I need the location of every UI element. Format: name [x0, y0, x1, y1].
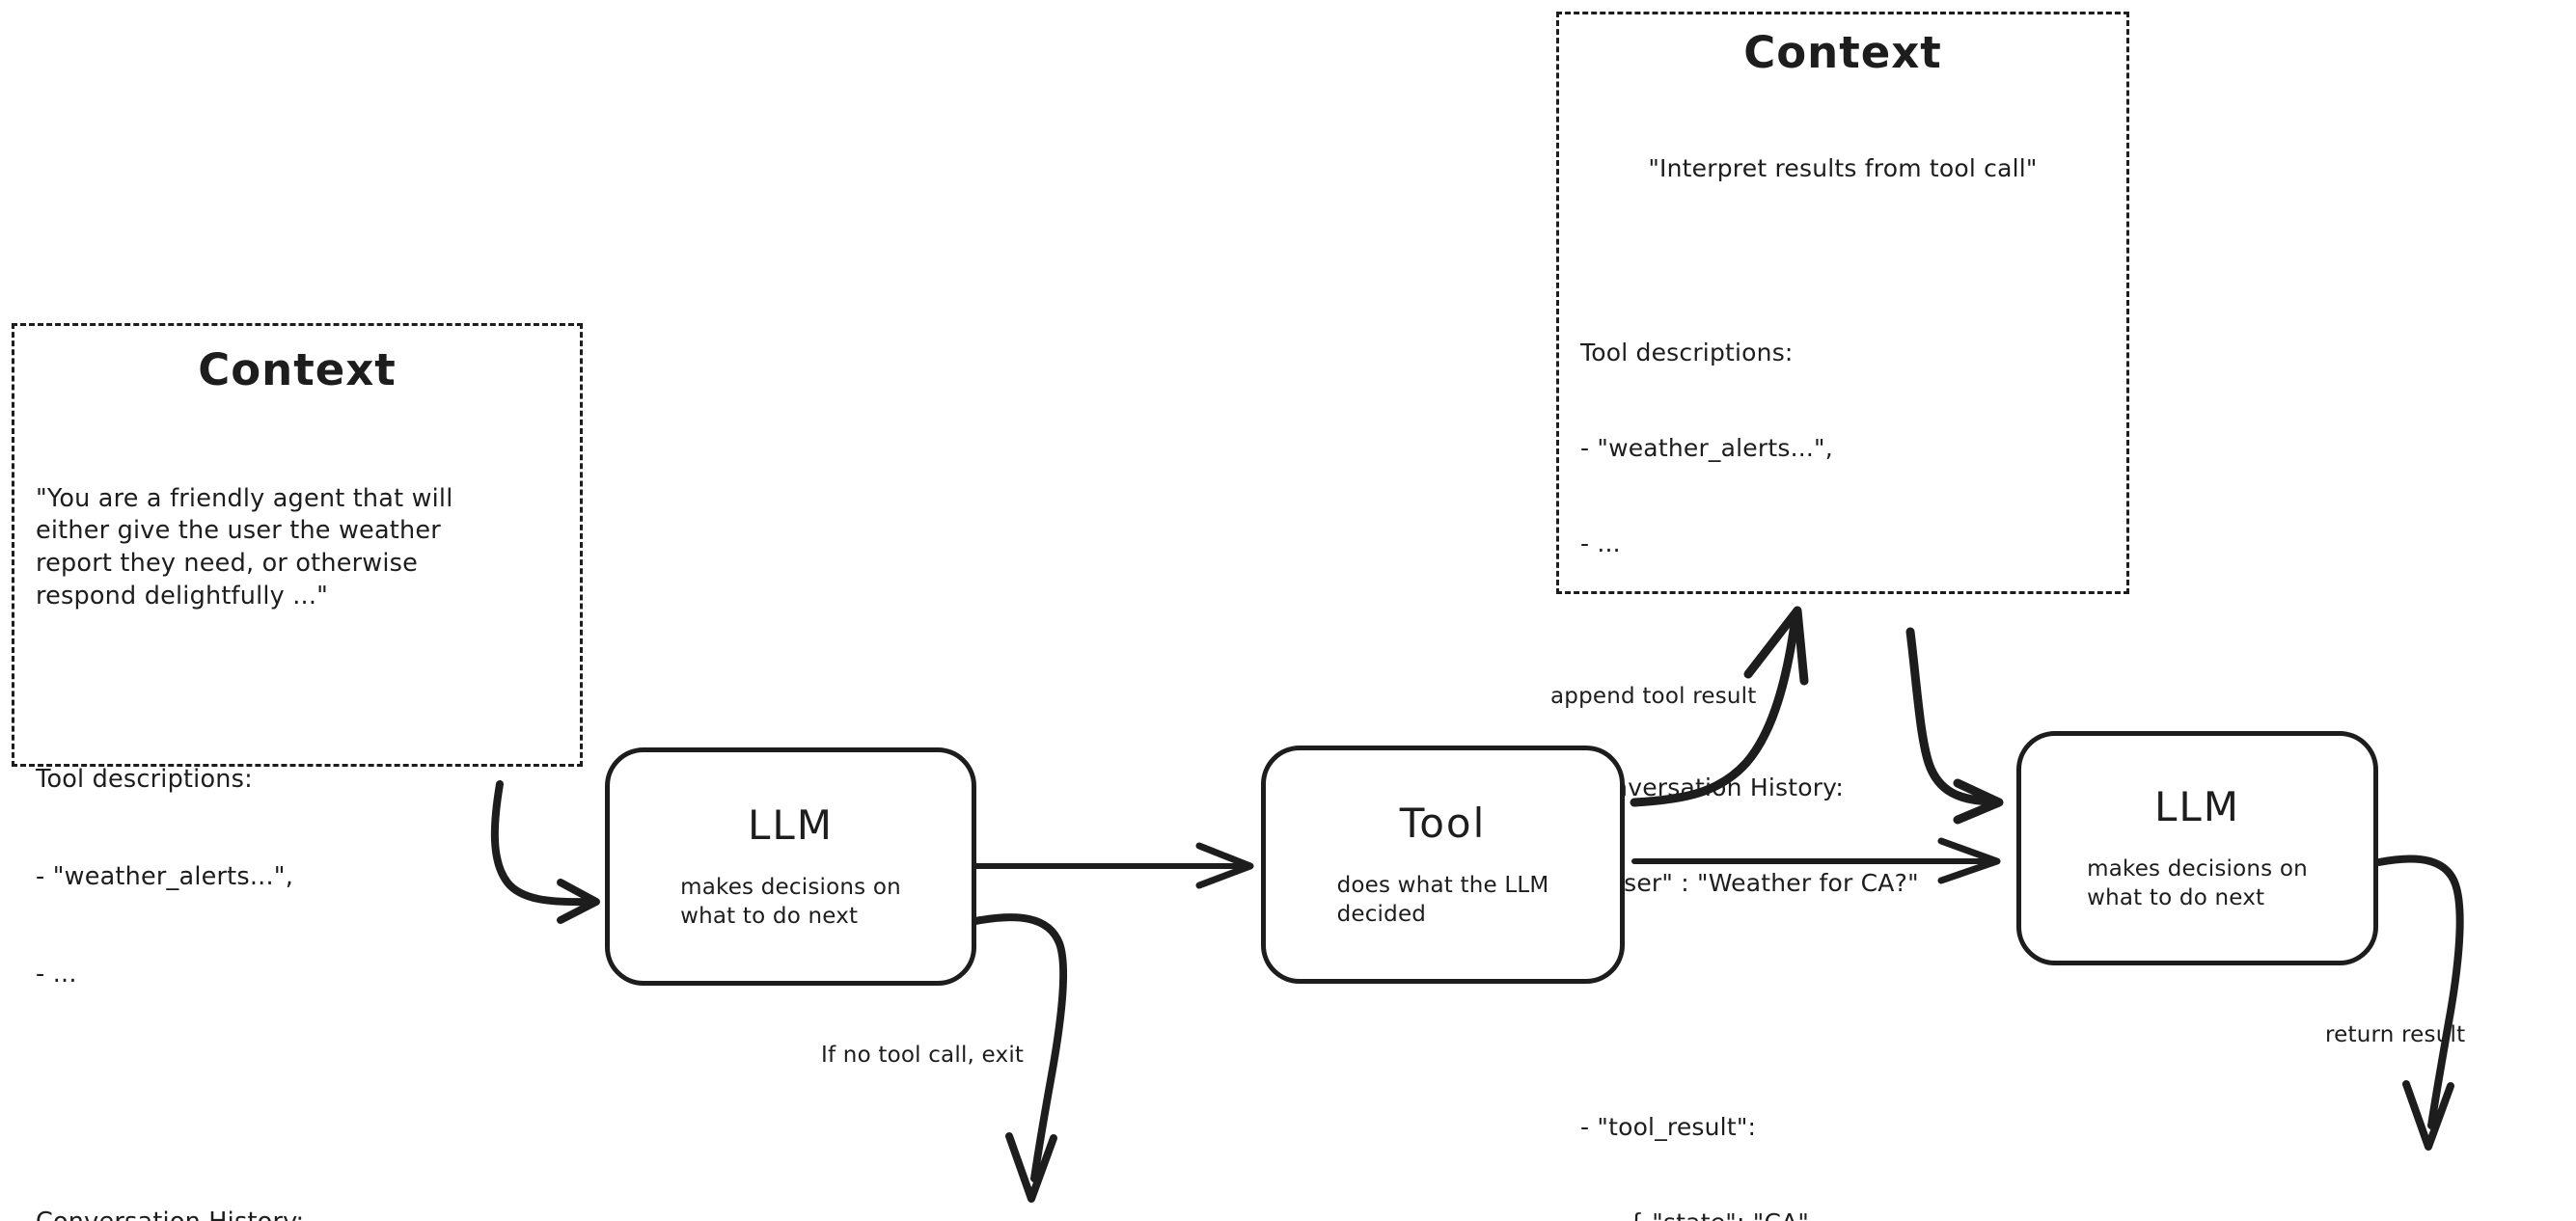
node-llm-second[interactable]: LLM makes decisions on what to do next: [2016, 731, 2378, 965]
context-right-tool-item-2: - ...: [1580, 529, 1621, 558]
node-tool-subtitle: does what the LLM decided: [1336, 873, 1549, 927]
context-right-tool-result: - "tool_result": { "state": "CA", [ { "r…: [1580, 1047, 2105, 1221]
context-left-tool-header: Tool descriptions:: [36, 764, 253, 794]
context-right-tool-header: Tool descriptions:: [1580, 339, 1794, 367]
node-tool[interactable]: Tool does what the LLM decided: [1261, 746, 1625, 984]
node-llm-first-title: LLM: [747, 801, 835, 850]
context-left-tool-item-2: - ...: [36, 959, 77, 989]
edge-label-return-result: return result: [2325, 1022, 2466, 1047]
context-right-tool-result-key: - "tool_result":: [1580, 1113, 1757, 1142]
context-left-tools: Tool descriptions: - "weather_alerts..."…: [36, 699, 559, 1056]
node-llm-first-subtitle: makes decisions on what to do next: [680, 875, 901, 929]
context-left-system-prompt: "You are a friendly agent that will eith…: [36, 483, 453, 610]
context-left-body: "You are a friendly agent that will eith…: [36, 418, 559, 1221]
context-left-title: Context: [198, 344, 397, 395]
context-right-result-line-1: { "state": "CA",: [1580, 1207, 2105, 1221]
context-right-tool-item-1: - "weather_alerts...",: [1580, 434, 1833, 463]
context-right-quote: "Interpret results from tool call": [1648, 154, 2038, 183]
node-llm-second-title: LLM: [2153, 783, 2241, 831]
context-left-tool-item-1: - "weather_alerts...",: [36, 861, 294, 891]
context-left-history: Conversation History: - "user" : "Weathe…: [36, 1142, 559, 1221]
edge-label-if-no-tool-call-exit: If no tool call, exit: [821, 1043, 1025, 1068]
context-right-body: "Interpret results from tool call" Tool …: [1580, 89, 2105, 1221]
node-tool-title: Tool: [1399, 800, 1487, 848]
context-right-title: Context: [1743, 27, 1942, 78]
arrow-llm1-to-tool: [973, 842, 1254, 889]
context-right-tools: Tool descriptions: - "weather_alerts..."…: [1580, 273, 2105, 623]
context-left-history-header: Conversation History:: [36, 1207, 559, 1221]
node-llm-second-subtitle: makes decisions on what to do next: [2087, 856, 2308, 910]
edge-label-append-tool-result: append tool result: [1550, 684, 1757, 709]
context-card-right: Context "Interpret results from tool cal…: [1556, 12, 2129, 1221]
arrow-llm2-return: [2375, 855, 2464, 1151]
node-llm-first[interactable]: LLM makes decisions on what to do next: [605, 747, 976, 986]
context-right-history-item-1: - "user" : "Weather for CA?": [1580, 869, 1919, 898]
context-card-left: Context "You are a friendly agent that w…: [12, 323, 583, 1221]
